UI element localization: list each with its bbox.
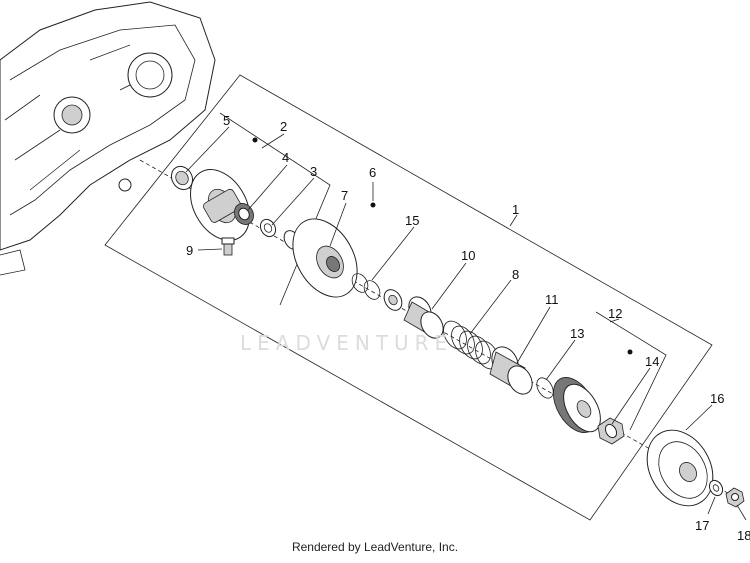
o-ring-part-15 bbox=[351, 273, 403, 311]
callout-18: 18 bbox=[737, 528, 750, 543]
assembly-outline-2 bbox=[219, 112, 331, 306]
screw-part-9 bbox=[221, 237, 235, 256]
callout-3: 3 bbox=[310, 164, 317, 179]
watermark-text: LEADVENTURE bbox=[240, 331, 454, 355]
callout-15: 15 bbox=[405, 213, 419, 228]
leader-lines bbox=[185, 126, 747, 521]
callout-8: 8 bbox=[512, 267, 519, 282]
callout-13: 13 bbox=[570, 326, 584, 341]
callout-17: 17 bbox=[695, 518, 709, 533]
circlip-part-13 bbox=[536, 377, 554, 399]
clutch-part-12 bbox=[552, 377, 601, 433]
callout-10: 10 bbox=[461, 248, 475, 263]
callout-2: 2 bbox=[280, 119, 287, 134]
callout-7: 7 bbox=[341, 188, 348, 203]
callout-11: 11 bbox=[545, 292, 559, 307]
sleeve-part-10 bbox=[403, 296, 444, 339]
crankcase-housing bbox=[0, 1, 216, 276]
movable-pulley-part-6 bbox=[283, 218, 358, 298]
spring-cup-part-11 bbox=[489, 346, 533, 395]
callout-14: 14 bbox=[645, 354, 659, 369]
callout-5: 5 bbox=[223, 113, 230, 128]
washer-part-17 bbox=[708, 479, 724, 497]
washer-part-3 bbox=[259, 218, 277, 238]
callout-4: 4 bbox=[282, 150, 289, 165]
drive-pulley-part-2 bbox=[190, 169, 250, 241]
nut-part-14 bbox=[597, 417, 625, 445]
nut-part-18 bbox=[725, 487, 745, 508]
assembly-outline-1 bbox=[104, 74, 713, 521]
callout-9: 9 bbox=[186, 243, 193, 258]
callout-16: 16 bbox=[710, 391, 724, 406]
callout-6: 6 bbox=[369, 165, 376, 180]
assembly-outline-12 bbox=[595, 311, 667, 431]
seal-part-5 bbox=[170, 165, 194, 191]
footer-credit: Rendered by LeadVenture, Inc. bbox=[291, 540, 459, 554]
callout-12: 12 bbox=[608, 306, 622, 321]
callout-1: 1 bbox=[512, 202, 519, 217]
clutch-bell-part-16 bbox=[646, 429, 714, 507]
